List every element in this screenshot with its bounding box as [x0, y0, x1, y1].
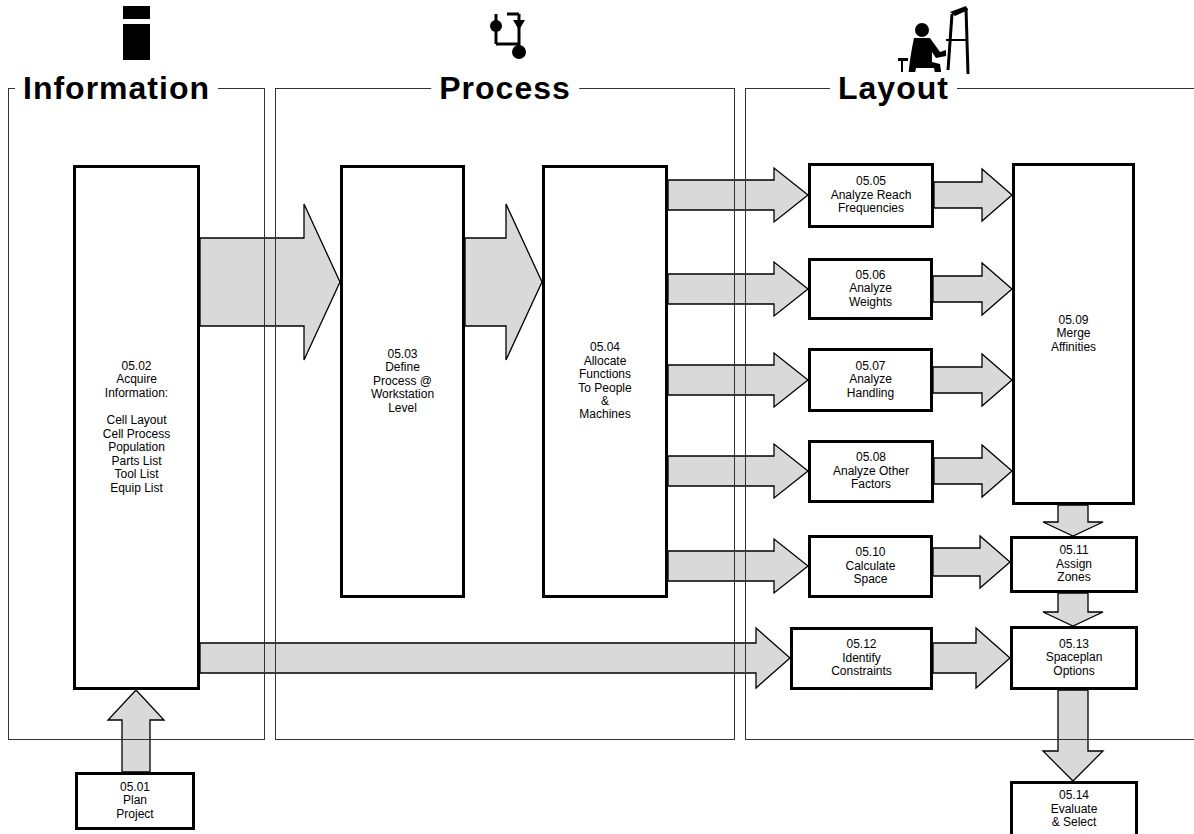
- lane-heading: Information: [15, 72, 218, 104]
- step-number: 05.08: [856, 451, 886, 464]
- step-label: Assign Zones: [1041, 558, 1107, 585]
- block-arrow: [933, 354, 1012, 406]
- step-label: Merge Affinities: [1036, 327, 1112, 354]
- step-label: Calculate Space: [836, 560, 906, 587]
- step-number: 05.10: [855, 546, 885, 559]
- step-number: 05.11: [1059, 544, 1088, 557]
- block-arrow: [933, 628, 1010, 688]
- block-arrow: [1043, 505, 1103, 536]
- step-label: Identify Constraints: [822, 652, 902, 679]
- block-arrow: [933, 536, 1010, 588]
- swimlane-frame: Process05.03Define Process @ Workstation…: [275, 88, 735, 740]
- step-label: Analyze Weights: [836, 282, 906, 309]
- process-icon: [490, 14, 526, 59]
- step-label: Analyze Other Factors: [815, 465, 927, 492]
- step-number: 05.14: [1059, 789, 1089, 802]
- process-box: 05.04Allocate Functions To People & Mach…: [542, 165, 668, 598]
- step-number: 05.05: [856, 175, 886, 188]
- process-box: 05.03Define Process @ Workstation Level: [340, 165, 465, 598]
- layout-icon: [898, 6, 968, 78]
- block-arrow: [200, 628, 790, 688]
- info-list: Cell Layout Cell Process Population Part…: [101, 414, 173, 495]
- process-box: 05.01Plan Project: [75, 772, 195, 830]
- block-arrow: [668, 262, 808, 316]
- process-box: 05.05Analyze Reach Frequencies: [808, 163, 934, 228]
- block-arrow: [108, 690, 164, 772]
- process-box: 05.02Acquire Information: Cell Layout Cel…: [73, 165, 200, 690]
- block-arrow: [1043, 690, 1103, 781]
- step-number: 05.03: [387, 348, 417, 361]
- step-label: Spaceplan Options: [1034, 651, 1114, 678]
- process-box: 05.09Merge Affinities: [1012, 163, 1135, 505]
- block-arrow: [934, 445, 1012, 497]
- step-number: 05.09: [1058, 314, 1088, 327]
- process-box: 05.08Analyze Other Factors: [808, 440, 934, 503]
- step-number: 05.01: [120, 781, 150, 794]
- swimlane-frame: Information05.02Acquire Information:Cell…: [8, 88, 265, 740]
- block-arrow: [200, 204, 340, 360]
- block-arrow: [668, 168, 808, 222]
- block-arrow: [465, 204, 542, 360]
- block-arrow: [668, 539, 808, 593]
- step-label: Plan Project: [109, 794, 161, 821]
- step-label: Evaluate & Select: [1048, 803, 1100, 830]
- step-label: Analyze Reach Frequencies: [815, 189, 927, 216]
- process-box: 05.12Identify Constraints: [790, 627, 933, 690]
- step-label: Analyze Handling: [836, 373, 906, 400]
- block-arrow: [934, 169, 1012, 221]
- lane-heading: Layout: [830, 72, 957, 104]
- process-box: 05.14Evaluate & Select: [1010, 781, 1138, 834]
- process-box: 05.10Calculate Space: [808, 535, 933, 598]
- lane-heading: Process: [431, 72, 579, 104]
- process-box: 05.07Analyze Handling: [808, 348, 933, 412]
- step-number: 05.13: [1059, 638, 1089, 651]
- information-icon: [123, 6, 150, 60]
- step-label: Acquire Information:: [101, 373, 173, 400]
- step-number: 05.02: [121, 360, 151, 373]
- swimlane-frame: Layout05.05Analyze Reach Frequencies05.0…: [745, 88, 1194, 740]
- process-box: 05.11Assign Zones: [1010, 536, 1138, 593]
- process-box: 05.06Analyze Weights: [808, 258, 933, 320]
- block-arrow: [668, 444, 808, 498]
- process-box: 05.13Spaceplan Options: [1010, 626, 1138, 690]
- step-number: 05.04: [590, 341, 620, 354]
- step-number: 05.12: [846, 638, 876, 651]
- block-arrow: [933, 263, 1012, 315]
- block-arrow: [668, 353, 808, 407]
- step-label: Define Process @ Workstation Level: [370, 361, 436, 415]
- block-arrow: [1043, 593, 1103, 626]
- step-label: Allocate Functions To People & Machines: [578, 355, 632, 422]
- step-number: 05.07: [855, 360, 885, 373]
- step-number: 05.06: [855, 269, 885, 282]
